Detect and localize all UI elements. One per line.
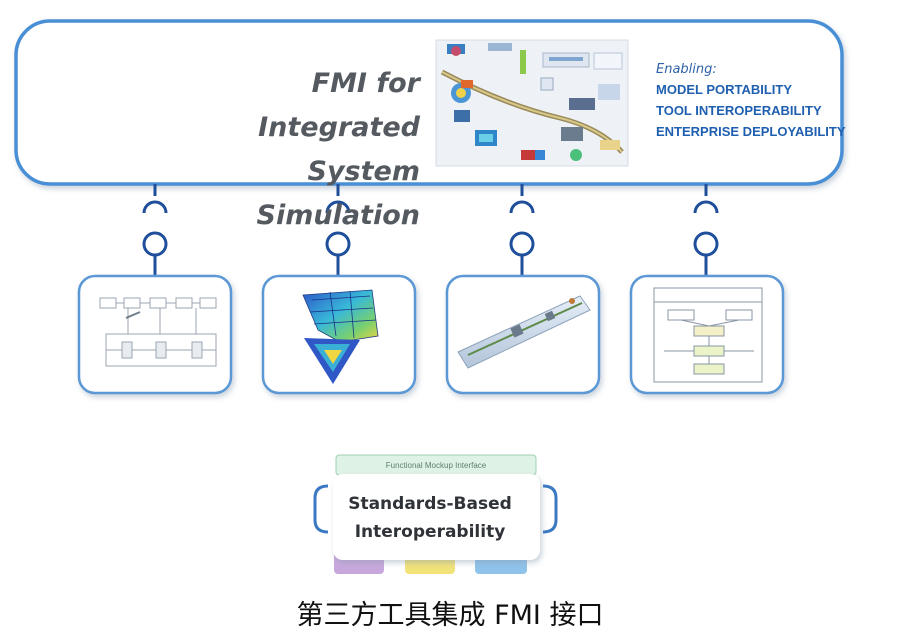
fmi-stack bbox=[313, 454, 558, 574]
enabling-item-tool-interoperability: TOOL INTEROPERABILITY bbox=[656, 103, 822, 118]
top-container bbox=[14, 19, 844, 186]
main-title: FMI for Integrated System Simulation bbox=[150, 62, 420, 238]
pipeline-rod-thumbnail-icon bbox=[457, 295, 591, 369]
thumbnail-fem-mesh bbox=[261, 274, 417, 395]
main-title-line-1: FMI for Integrated bbox=[258, 68, 420, 143]
flowchart-thumbnail-icon bbox=[653, 287, 763, 383]
thumbnail-pipeline bbox=[445, 274, 601, 395]
connector-4 bbox=[693, 184, 719, 276]
enabling-block: Enabling: MODEL PORTABILITY TOOL INTEROP… bbox=[656, 60, 896, 142]
main-title-line-2: System Simulation bbox=[256, 156, 420, 231]
connector-3 bbox=[509, 184, 535, 276]
standards-text-line-2: Interoperability bbox=[354, 522, 506, 542]
thumbnail-flowchart bbox=[629, 274, 785, 395]
enabling-item-model-portability: MODEL PORTABILITY bbox=[656, 82, 793, 97]
fmi-band-label: Functional Mockup Interface bbox=[385, 461, 487, 470]
connector-1 bbox=[142, 184, 168, 276]
enabling-item-enterprise-deployability: ENTERPRISE DEPLOYABILITY bbox=[656, 124, 846, 139]
thumbnail-block-diagram bbox=[77, 274, 233, 395]
standards-text: Standards-Based Interoperability bbox=[330, 490, 530, 546]
connector-2 bbox=[325, 184, 351, 276]
enabling-label: Enabling: bbox=[656, 62, 717, 77]
simulation-collage-image bbox=[435, 39, 629, 167]
block-diagram-thumbnail-icon bbox=[99, 297, 217, 367]
standards-text-line-1: Standards-Based bbox=[348, 494, 512, 514]
figure-caption: 第三方工具集成 FMI 接口 bbox=[296, 600, 604, 631]
fem-mesh-thumbnail-icon bbox=[302, 289, 379, 384]
